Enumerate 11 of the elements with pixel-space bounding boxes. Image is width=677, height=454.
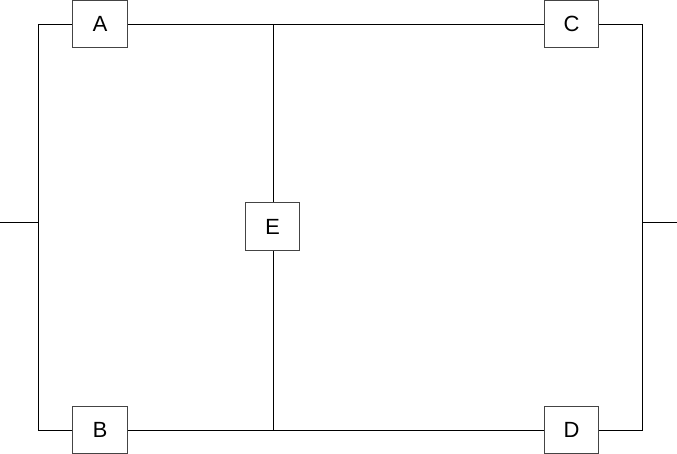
component-box [544, 406, 599, 454]
component-label: E [265, 216, 280, 238]
component-box [72, 406, 128, 454]
connector-line [598, 222, 677, 431]
component-label: C [564, 13, 580, 35]
component-label: B [92, 419, 108, 441]
component-label: D [564, 419, 580, 441]
component-box [544, 0, 599, 48]
component-label: A [92, 13, 108, 35]
component-box [72, 0, 128, 48]
component-box [245, 202, 300, 251]
